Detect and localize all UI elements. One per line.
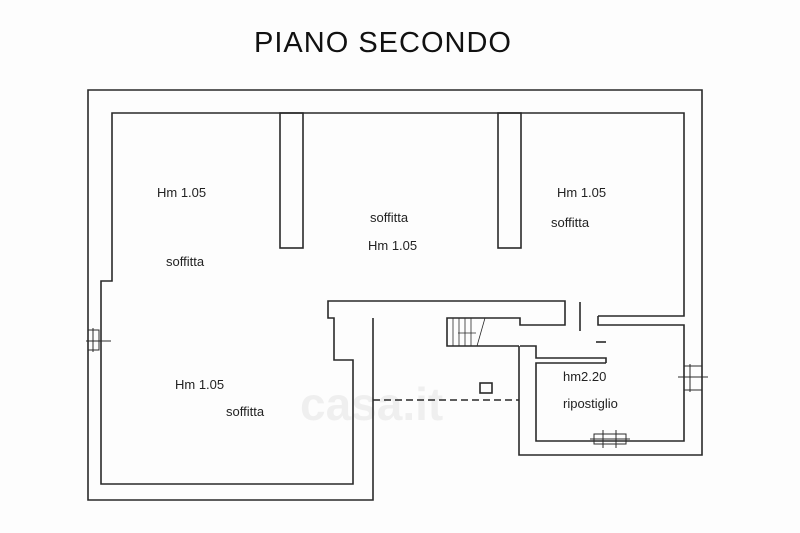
column [279,112,304,249]
room-height-label: Hm 1.05 [157,185,206,200]
room-height-label: Hm 1.05 [175,377,224,392]
plan-title: PIANO SECONDO [254,27,512,59]
stairs [452,317,486,347]
window-left [86,328,111,352]
window-right [678,364,708,392]
window-bottom [590,430,630,448]
room-height-label: Hm 1.05 [368,238,417,253]
room-name-label: soffitta [370,210,409,225]
room-name-label: soffitta [166,254,205,269]
column [497,112,522,249]
inner-walls [100,112,685,485]
room-name-label: soffitta [226,404,265,419]
chimney-square [479,382,493,394]
room-height-label: Hm 1.05 [557,185,606,200]
watermark: casa.it [300,378,443,430]
outer-walls [87,89,703,501]
room-name-label: ripostiglio [563,396,618,411]
room-height-label: hm2.20 [563,369,606,384]
room-name-label: soffitta [551,215,590,230]
